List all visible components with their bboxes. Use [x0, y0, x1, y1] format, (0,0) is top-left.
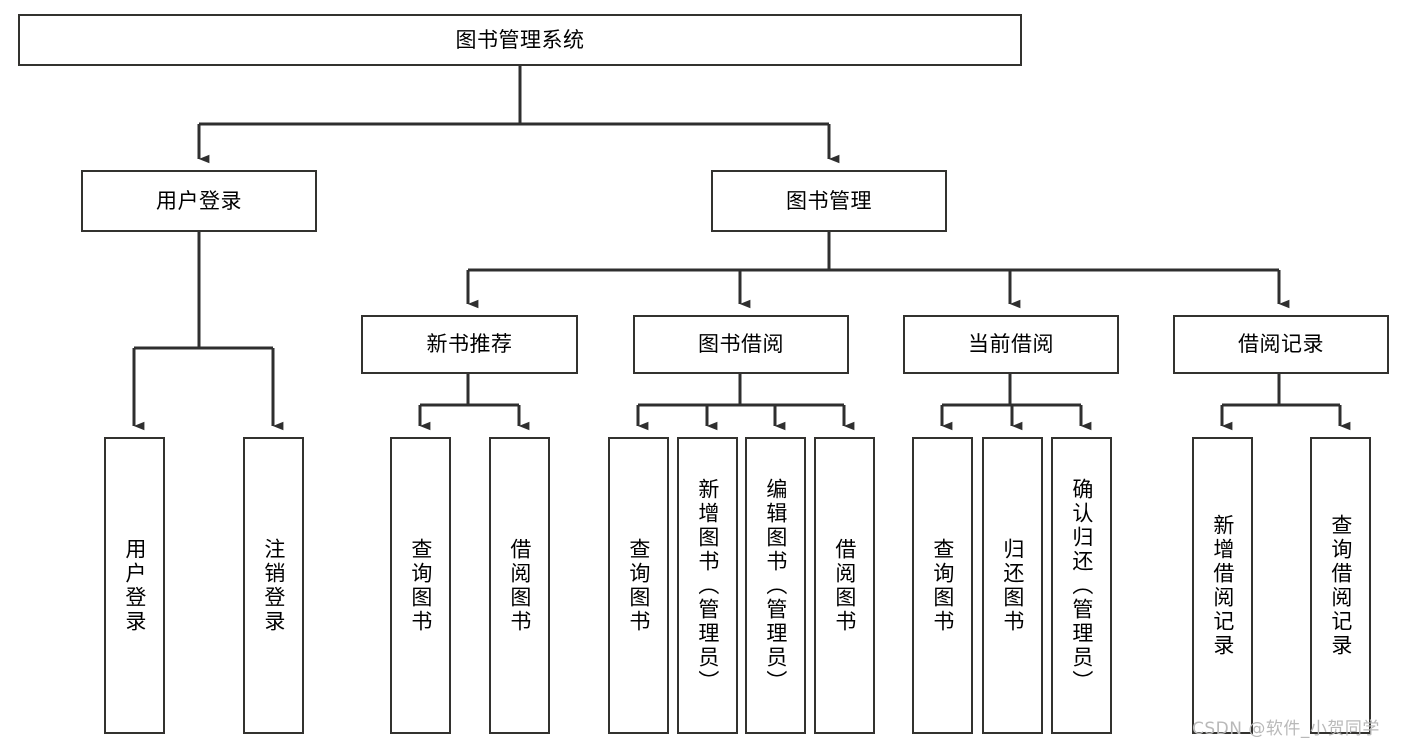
node-current-borrowing[interactable]: 当前借阅 [903, 315, 1119, 374]
node-label: 新书推荐 [426, 332, 513, 357]
node-label: 查询借阅记录 [1328, 513, 1353, 658]
node-label: 用户登录 [156, 188, 242, 213]
node-borrowing-record[interactable]: 借阅记录 [1173, 315, 1389, 374]
node-root-book-management-system[interactable]: 图书管理系统 [18, 14, 1022, 66]
leaf-query-book-1[interactable]: 查询图书 [390, 437, 451, 734]
node-label: 归还图书 [1000, 537, 1025, 634]
node-label: 编辑图书（管理员） [763, 477, 788, 694]
node-label: 查询图书 [408, 537, 433, 634]
leaf-query-book-3[interactable]: 查询图书 [912, 437, 973, 734]
node-label: 注销登录 [261, 537, 286, 634]
node-label: 用户登录 [122, 537, 147, 634]
node-label: 查询图书 [930, 537, 955, 634]
node-label: 新增图书（管理员） [695, 477, 720, 694]
leaf-user-logout[interactable]: 注销登录 [243, 437, 304, 734]
node-book-management[interactable]: 图书管理 [711, 170, 947, 232]
leaf-confirm-return[interactable]: 确认归还（管理员） [1051, 437, 1112, 734]
node-label: 图书借阅 [698, 332, 784, 357]
leaf-user-login[interactable]: 用户登录 [104, 437, 165, 734]
node-label: 查询图书 [626, 537, 651, 634]
node-label: 借阅图书 [832, 537, 857, 634]
node-label: 图书管理 [786, 188, 872, 213]
node-label: 借阅记录 [1238, 332, 1324, 357]
leaf-borrow-book-1[interactable]: 借阅图书 [489, 437, 550, 734]
leaf-add-record[interactable]: 新增借阅记录 [1192, 437, 1253, 734]
node-book-borrowing[interactable]: 图书借阅 [633, 315, 849, 374]
node-label: 新增借阅记录 [1210, 513, 1235, 658]
node-user-login[interactable]: 用户登录 [81, 170, 317, 232]
csdn-watermark: CSDN @软件_小贺同学 [1192, 719, 1380, 739]
leaf-edit-book[interactable]: 编辑图书（管理员） [745, 437, 806, 734]
node-label: 确认归还（管理员） [1069, 477, 1094, 694]
node-label: 图书管理系统 [455, 27, 585, 52]
leaf-query-book-2[interactable]: 查询图书 [608, 437, 669, 734]
node-label: 借阅图书 [507, 537, 532, 634]
node-new-book-recommendation[interactable]: 新书推荐 [361, 315, 578, 374]
leaf-borrow-book-2[interactable]: 借阅图书 [814, 437, 875, 734]
leaf-add-book[interactable]: 新增图书（管理员） [677, 437, 738, 734]
node-label: 当前借阅 [968, 332, 1054, 357]
leaf-query-record[interactable]: 查询借阅记录 [1310, 437, 1371, 734]
leaf-return-book[interactable]: 归还图书 [982, 437, 1043, 734]
